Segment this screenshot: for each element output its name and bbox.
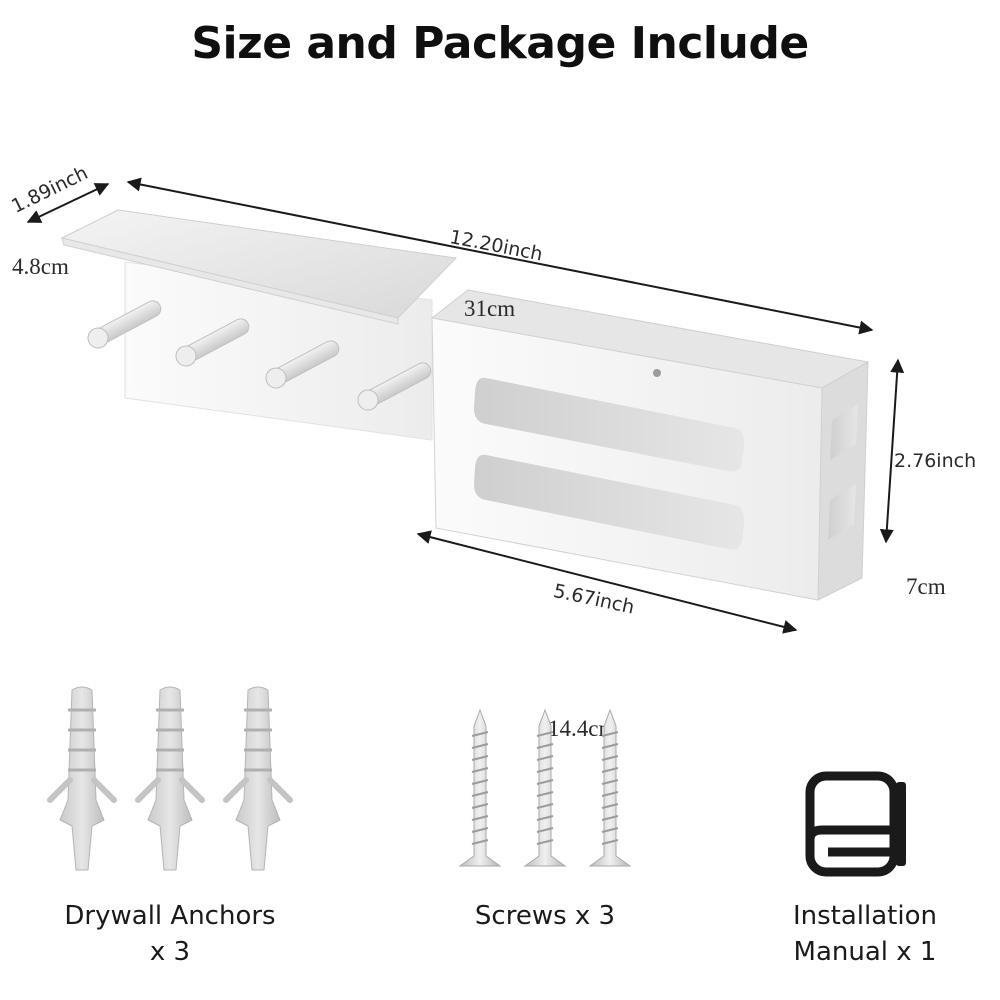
drywall-anchor-icon <box>47 686 117 871</box>
anchors-caption: Drywall Anchors x 3 <box>64 901 276 967</box>
manual-caption: Installation Manual x 1 <box>792 901 937 967</box>
drywall-anchor-icon <box>223 686 293 871</box>
height-arrow <box>879 358 905 544</box>
depth-arrow <box>26 183 110 223</box>
drywall-anchor-icon <box>135 686 205 871</box>
screw-icon <box>523 708 567 867</box>
height-cm-label: 7cm <box>906 574 946 599</box>
drywall-anchors-group <box>47 686 293 871</box>
screws-group <box>458 708 632 867</box>
height-inch-label: 2.76inch <box>894 450 977 472</box>
screws-caption: Screws x 3 <box>474 901 616 931</box>
page-title: Size and Package Include <box>191 18 809 69</box>
manual-book-icon <box>805 771 906 877</box>
screw-icon <box>458 708 502 867</box>
basket-width-arrow <box>416 530 798 634</box>
screw-icon <box>588 708 632 867</box>
depth-cm-label: 4.8cm <box>12 254 69 279</box>
length-cm-label: 31cm <box>464 296 516 321</box>
storage-basket <box>430 289 870 601</box>
length-arrow <box>126 177 874 335</box>
